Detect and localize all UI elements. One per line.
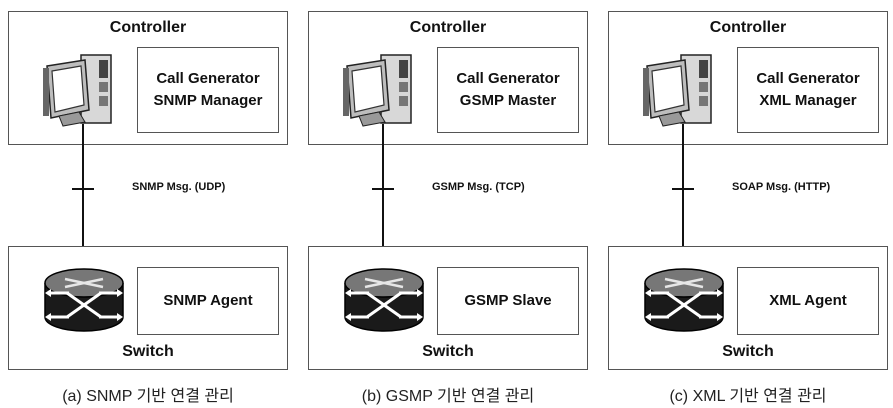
controller-role-line-2: GSMP Master [459, 92, 557, 109]
panel-caption: (b) GSMP 기반 연결 관리 [361, 388, 535, 405]
computer-icon [641, 52, 725, 130]
panel-caption: (a) SNMP 기반 연결 관리 [62, 388, 234, 405]
switch-title: Switch [422, 343, 474, 360]
diagram-panel-gsmp: Controller Call Generator GSMP Master GS… [308, 0, 588, 408]
switch-role-box: XML Agent [737, 267, 879, 335]
router-switch-icon [643, 265, 725, 335]
controller-title: Controller [409, 19, 487, 36]
controller-role-box: Call Generator GSMP Master [437, 47, 579, 133]
controller-role-line-1: Call Generator [156, 70, 260, 87]
controller-role-box: Call Generator XML Manager [737, 47, 879, 133]
switch-title: Switch [122, 343, 174, 360]
switch-role-label: GSMP Slave [464, 292, 552, 309]
router-switch-icon [43, 265, 125, 335]
controller-box: Controller Call Generator XML Manager [608, 11, 888, 145]
switch-role-label: XML Agent [769, 292, 847, 309]
connection-tick [672, 188, 694, 190]
switch-role-label: SNMP Agent [163, 292, 253, 309]
connection-tick [72, 188, 94, 190]
diagram-panel-snmp: Controller Call Generator SNMP Manager S… [8, 0, 288, 408]
message-label: SOAP Msg. (HTTP) [732, 181, 831, 193]
switch-role-box: SNMP Agent [137, 267, 279, 335]
controller-title: Controller [109, 19, 187, 36]
controller-box: Controller Call Generator GSMP Master [308, 11, 588, 145]
switch-role-box: GSMP Slave [437, 267, 579, 335]
computer-icon [41, 52, 125, 130]
switch-box: SNMP Agent Switch [8, 246, 288, 370]
router-switch-icon [343, 265, 425, 335]
controller-role-line-2: SNMP Manager [153, 92, 263, 109]
connection-line [82, 124, 84, 268]
connection-line [682, 124, 684, 268]
connection-line [382, 124, 384, 268]
controller-role-line-2: XML Manager [759, 92, 857, 109]
diagram-panel-xml: Controller Call Generator XML Manager SO… [608, 0, 888, 408]
controller-role-box: Call Generator SNMP Manager [137, 47, 279, 133]
computer-icon [341, 52, 425, 130]
controller-title: Controller [709, 19, 787, 36]
controller-box: Controller Call Generator SNMP Manager [8, 11, 288, 145]
connection-tick [372, 188, 394, 190]
switch-box: GSMP Slave Switch [308, 246, 588, 370]
controller-role-line-1: Call Generator [756, 70, 860, 87]
switch-box: XML Agent Switch [608, 246, 888, 370]
switch-title: Switch [722, 343, 774, 360]
message-label: SNMP Msg. (UDP) [132, 181, 226, 193]
panel-caption: (c) XML 기반 연결 관리 [669, 388, 827, 405]
message-label: GSMP Msg. (TCP) [432, 181, 525, 193]
controller-role-line-1: Call Generator [456, 70, 560, 87]
